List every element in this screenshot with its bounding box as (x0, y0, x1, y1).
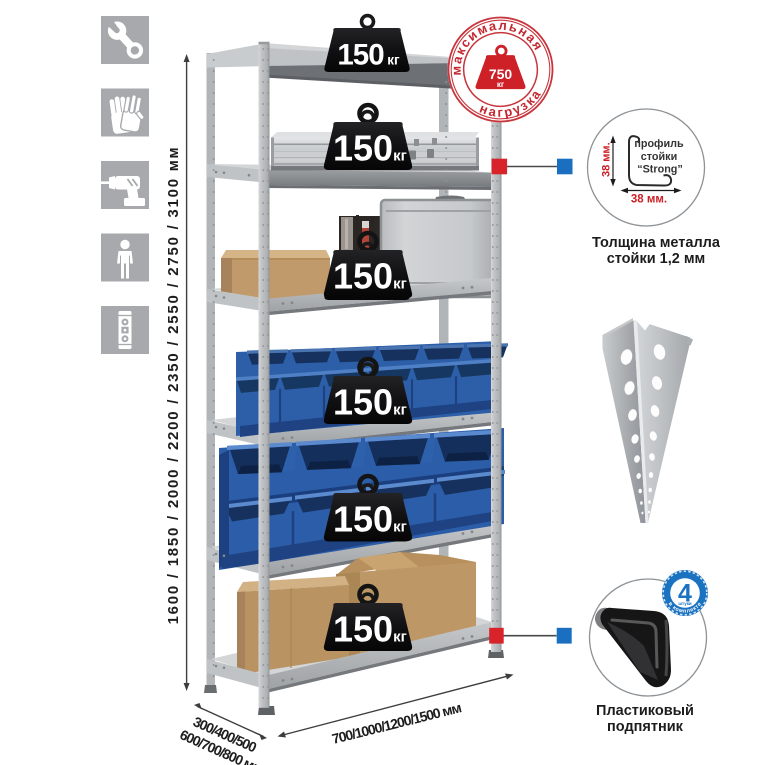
svg-text:150: 150 (333, 609, 393, 650)
svg-text:кг: кг (393, 519, 407, 536)
svg-text:38 мм.: 38 мм. (601, 142, 613, 177)
svg-text:750: 750 (489, 66, 513, 82)
svg-text:150: 150 (333, 499, 393, 540)
svg-text:1600 / 1850 / 2000 / 2200 / 23: 1600 / 1850 / 2000 / 2200 / 2350 / 2550 … (165, 146, 182, 625)
svg-text:кг: кг (393, 402, 407, 419)
svg-text:кг: кг (497, 80, 505, 89)
svg-text:150: 150 (337, 39, 384, 72)
svg-text:кг: кг (393, 276, 407, 293)
svg-text:150: 150 (333, 382, 393, 423)
svg-text:штуки: штуки (678, 601, 692, 606)
svg-text:150: 150 (333, 128, 393, 169)
svg-text:38 мм.: 38 мм. (631, 194, 667, 206)
svg-text:Пластиковый: Пластиковый (596, 703, 694, 719)
svg-text:кг: кг (393, 148, 407, 165)
svg-text:профиль: профиль (634, 138, 684, 150)
svg-text:Толщина металла: Толщина металла (592, 235, 721, 251)
svg-text:стойки: стойки (641, 151, 677, 163)
svg-text:подпятник: подпятник (607, 719, 684, 735)
svg-text:кг: кг (387, 53, 400, 68)
svg-text:“Strong”: “Strong” (637, 164, 683, 176)
svg-text:150: 150 (333, 256, 393, 297)
svg-text:кг: кг (393, 629, 407, 646)
svg-text:стойки 1,2 мм: стойки 1,2 мм (607, 251, 706, 267)
svg-text:4: 4 (678, 580, 692, 608)
